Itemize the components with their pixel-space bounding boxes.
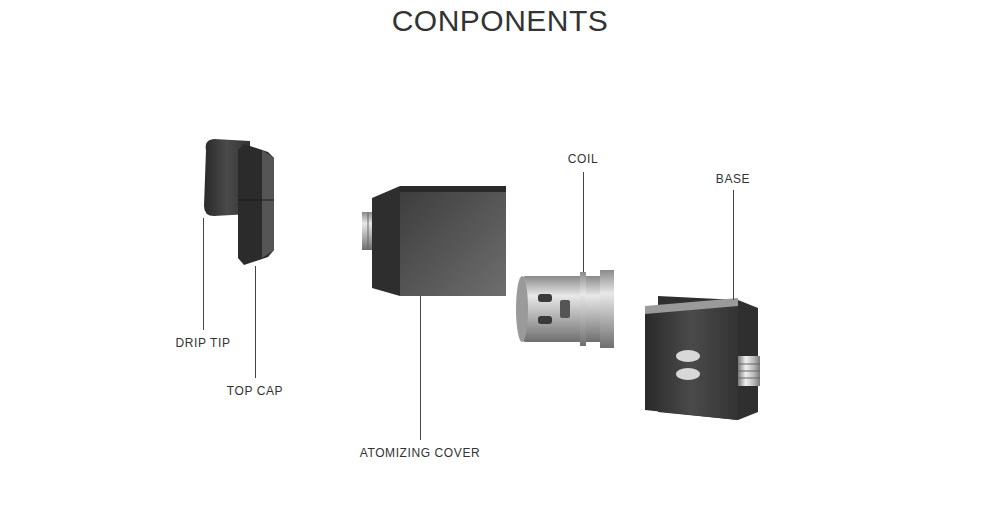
airflow-slot [676, 350, 700, 362]
coil-ring [600, 270, 614, 348]
coil-mark [560, 300, 570, 318]
coil-ring [580, 272, 586, 346]
top-cap-shape [238, 144, 274, 265]
top-cap-edge [262, 150, 274, 258]
thread-line [738, 371, 760, 372]
coil-slot [538, 316, 552, 324]
leader-line [255, 266, 256, 378]
thread-line [368, 212, 369, 250]
cover-side [372, 186, 400, 296]
top-cap-seam [238, 200, 274, 201]
base-figure [645, 296, 760, 420]
coil-figure [516, 270, 614, 348]
part-label: COIL [568, 152, 598, 166]
diagram-title: CONPONENTS [0, 4, 1000, 38]
top-cap-figure [238, 144, 274, 265]
base-front [645, 300, 738, 420]
leader-line [420, 296, 421, 440]
leader-line [583, 172, 584, 272]
leader-lines [204, 172, 734, 440]
coil-end [516, 276, 528, 342]
atomizing-cover-figure [362, 186, 506, 296]
airflow-slot [676, 368, 700, 380]
coil-slot [538, 294, 552, 302]
thread-line [738, 378, 760, 379]
thread-line [738, 364, 760, 365]
cover-front [400, 186, 506, 296]
part-label: TOP CAP [227, 384, 283, 398]
base-pin [738, 356, 760, 386]
part-label: DRIP TIP [175, 336, 230, 350]
base-ring [645, 298, 738, 314]
cover-rim [400, 186, 506, 192]
leader-line [203, 218, 204, 330]
part-label: ATOMIZING COVER [360, 446, 481, 460]
leader-line [733, 190, 734, 300]
part-label: BASE [716, 172, 750, 186]
